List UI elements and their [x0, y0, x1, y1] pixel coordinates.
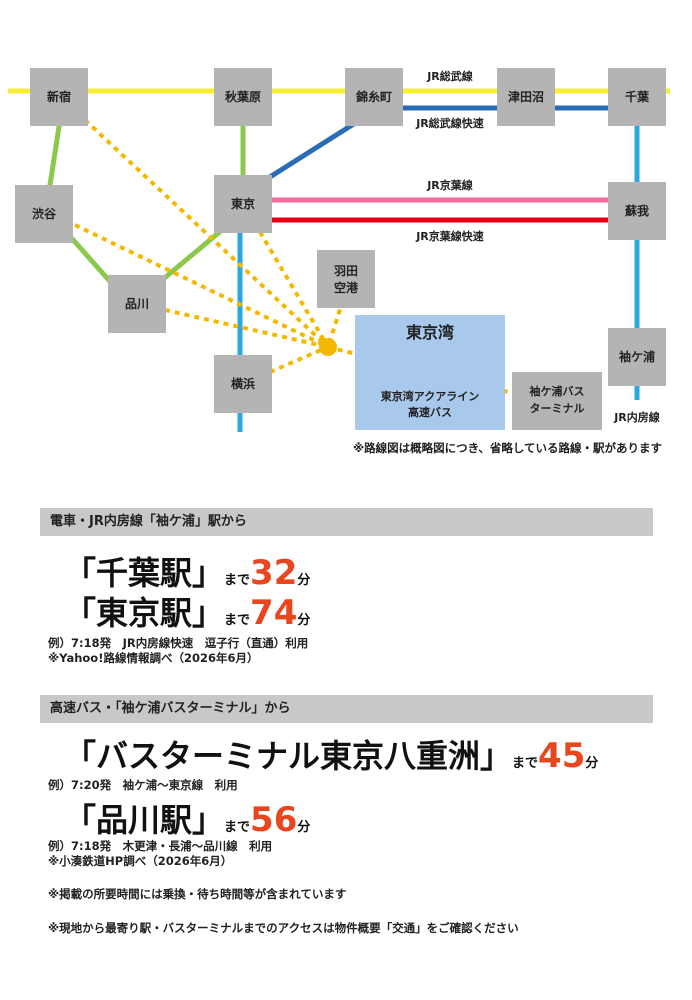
note-access: ※現地から最寄り駅・バスターミナルまでのアクセスは物件概要「交通」をご確認くださ… [48, 921, 519, 935]
bus-dest-shinagawa-made: まで [224, 820, 251, 835]
train-dest-chiba-name: 「千葉駅」 [64, 554, 225, 592]
bus-route-shinagawa [164, 308, 329, 349]
aqualine-label-1: 東京湾アクアライン [381, 389, 479, 403]
bus-dest-yaesu-made: まで [512, 756, 539, 771]
station-shinagawa: 品川 [125, 297, 149, 311]
bus-example-1: 例）7:20発 袖ケ浦～東京線 利用 [48, 778, 238, 792]
station-box-akihabara [214, 68, 272, 126]
station-tsudanuma: 津田沼 [508, 89, 544, 104]
bus-dest-shinagawa-unit: 分 [297, 820, 311, 835]
bay-name: 東京湾 [406, 323, 454, 342]
aqualine-label-2: 高速バス [408, 405, 452, 419]
station-box-tsudanuma [497, 68, 555, 126]
station-box-shinagawa [108, 275, 166, 333]
bus-dest-yaesu-name: 「バスターミナル東京八重洲」 [64, 737, 513, 775]
station-box-sodegaura [608, 328, 666, 386]
bus-dest-yaesu: 「バスターミナル東京八重洲」まで45分 [64, 736, 598, 784]
train-dest-tokyo-name: 「東京駅」 [64, 594, 225, 632]
station-box-soga [608, 182, 666, 240]
bus-section-header: 高速バス・「袖ケ浦バスターミナル」から [40, 695, 653, 723]
kinshicho-tokyo-line [260, 117, 362, 185]
note-transfer-time: ※掲載の所要時間には乗換・待ち時間等が含まれています [48, 887, 347, 901]
station-box-tokyo [214, 175, 272, 233]
station-tokyo: 東京 [231, 196, 255, 211]
station-box-yokohama [214, 355, 272, 413]
station-chiba: 千葉 [625, 89, 650, 104]
label-uchibo: JR内房線 [613, 410, 660, 424]
station-box-haneda [317, 250, 375, 308]
train-dest-chiba-minutes: 32 [250, 553, 298, 593]
station-sodegaura: 袖ケ浦 [619, 349, 655, 364]
label-sobu: JR総武線 [426, 69, 473, 83]
station-shibuya: 渋谷 [32, 206, 57, 221]
train-example: 例）7:18発 JR内房線快速 逗子行（直通）利用 [48, 636, 309, 650]
bus-example-2: 例）7:18発 木更津・長浦～品川線 利用 [48, 839, 273, 853]
station-haneda-1: 羽田 [334, 264, 358, 278]
station-shinjuku: 新宿 [47, 89, 71, 104]
label-keiyo-rapid: JR京葉線快速 [415, 229, 484, 243]
station-yokohama: 横浜 [231, 376, 255, 391]
station-box-bus-terminal [512, 372, 602, 430]
train-dest-tokyo-unit: 分 [297, 613, 311, 628]
train-dest-tokyo-minutes: 74 [250, 593, 298, 633]
label-keiyo: JR京葉線 [426, 178, 473, 192]
station-box-shibuya [15, 185, 73, 243]
station-bus-terminal-1: 袖ケ浦バス [530, 384, 585, 398]
route-map: 東京湾 東京湾アクアライン 高速バス 新宿 秋葉原 錦糸町 津田沼 千葉 渋谷 … [8, 68, 670, 455]
aqualine-junction [319, 338, 337, 356]
train-dest-tokyo-made: まで [224, 613, 251, 628]
map-note: ※路線図は概略図につき、省略している路線・駅があります [353, 441, 662, 455]
station-bus-terminal-2: ターミナル [530, 402, 585, 415]
train-dest-chiba-made: まで [224, 573, 251, 588]
bus-dest-shinagawa-minutes: 56 [250, 800, 298, 840]
train-source: ※Yahoo!路線情報調べ（2026年6月） [48, 651, 259, 665]
tokyo-bay [355, 315, 505, 430]
bus-dest-shinagawa-name: 「品川駅」 [64, 801, 225, 839]
train-dest-chiba-unit: 分 [297, 573, 311, 588]
label-sobu-rapid: JR総武線快速 [415, 116, 484, 130]
station-box-chiba [608, 68, 666, 126]
bus-route-yokohama [269, 345, 329, 374]
train-section-header: 電車・JR内房線「袖ケ浦」駅から [40, 508, 653, 536]
train-dest-tokyo: 「東京駅」まで74分 [64, 593, 310, 641]
bus-dest-yaesu-unit: 分 [585, 756, 599, 771]
station-box-shinjuku [30, 68, 88, 126]
station-soga: 蘇我 [624, 203, 649, 218]
bus-route-tokyo [258, 230, 330, 349]
station-akihabara: 秋葉原 [225, 89, 261, 104]
bus-dest-shinagawa: 「品川駅」まで56分 [64, 800, 310, 848]
station-box-kinshicho [345, 68, 403, 126]
station-kinshicho: 錦糸町 [355, 89, 392, 104]
bus-dest-yaesu-minutes: 45 [538, 736, 586, 776]
bus-source: ※小湊鉄道HP調べ（2026年6月） [48, 854, 233, 868]
station-haneda-2: 空港 [334, 280, 359, 295]
train-dest-chiba: 「千葉駅」まで32分 [64, 553, 310, 601]
bus-route-shibuya [74, 223, 329, 349]
